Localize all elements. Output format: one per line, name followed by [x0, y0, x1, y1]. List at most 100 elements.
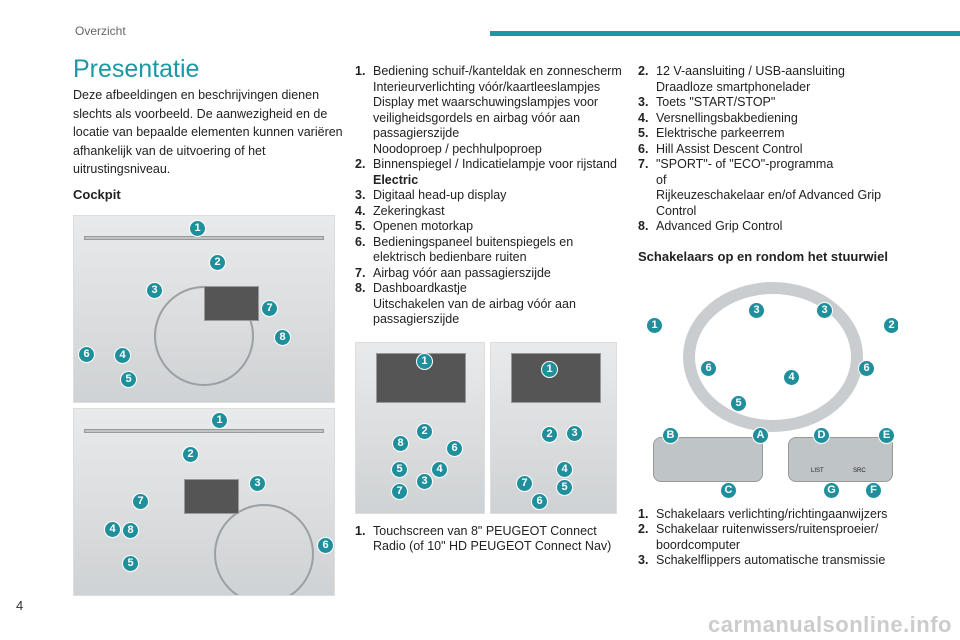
list-item: 6.Hill Assist Descent Control	[638, 142, 918, 158]
list-item: 8. Advanced Grip Control	[638, 219, 918, 235]
item-number: 1.	[638, 506, 649, 521]
item-number: 2.	[638, 64, 649, 78]
wheel-list: 1.Schakelaars verlichting/richtingaanwij…	[638, 507, 918, 569]
page-title: Presentatie	[73, 55, 200, 83]
callout-marker: 2	[541, 425, 558, 443]
item-label: Zekeringkast	[373, 203, 445, 218]
list-item: 1.Schakelaars verlichting/richtingaanwij…	[638, 507, 918, 523]
callout-marker: 4	[783, 368, 800, 386]
callout-marker: 1	[646, 316, 663, 334]
callout-marker: D	[813, 426, 830, 444]
item-number: 2.	[355, 157, 366, 171]
page-number: 4	[16, 598, 24, 613]
item-label: Bedieningspaneel buitenspiegels en elekt…	[373, 234, 574, 265]
list-item: 5.Openen motorkap	[355, 219, 627, 235]
list-item: 1. Touchscreen van 8" PEUGEOT Connect Rad…	[355, 524, 627, 555]
item-number: 7.	[638, 157, 649, 171]
item-text: Airbag vóór aan passagierszijde	[373, 266, 551, 282]
callout-marker: 3	[816, 301, 833, 319]
item-text: Zekeringkast	[373, 204, 445, 220]
list-item: 3. Toets "START/STOP"	[638, 95, 918, 111]
list-item: 3.Digitaal head-up display	[355, 188, 627, 204]
column-3: 2. 12 V-aansluiting / USB-aansluiting Dra…	[638, 64, 918, 569]
item-number: 4.	[638, 110, 649, 125]
header-bar	[490, 31, 960, 36]
watermark: carmanualsonline.info	[708, 612, 952, 637]
callout-marker: 5	[556, 478, 573, 496]
item-label: Toets "START/STOP"	[656, 95, 776, 109]
list-item: 3.Schakelflippers automatische transmiss…	[638, 553, 918, 569]
callout-marker: 7	[516, 474, 533, 492]
callout-marker: 2	[209, 253, 226, 271]
item-label: Touchscreen van 8" PEUGEOT Connect Radio…	[373, 523, 612, 554]
callout-marker: 1	[541, 360, 558, 378]
callout-marker: 5	[122, 554, 139, 572]
item-number: 3.	[638, 95, 649, 109]
callout-marker: 1	[211, 411, 228, 429]
list-item: 2. Binnenspiegel / Indicatielampje voor r…	[355, 157, 627, 188]
callout-marker: 3	[249, 474, 266, 492]
callout-marker: 2	[416, 422, 433, 440]
item-number: 1.	[355, 523, 366, 538]
callout-marker: 6	[446, 439, 463, 457]
intro-text: Deze afbeeldingen en beschrijvingen dien…	[73, 88, 343, 176]
column-1: Presentatie Deze afbeeldingen en beschri…	[73, 55, 343, 596]
callout-marker: 4	[556, 460, 573, 478]
item-text: Binnenspiegel / Indicatielampje voor rij…	[373, 157, 617, 188]
callout-marker: 5	[730, 394, 747, 412]
item-text: Bedieningspaneel buitenspiegels en elekt…	[373, 235, 627, 266]
callout-marker: 8	[274, 328, 291, 346]
callout-marker: 6	[700, 359, 717, 377]
item-text: Schakelflippers automatische transmissie	[656, 553, 885, 569]
callout-marker: 6	[317, 536, 334, 554]
item-text: Digitaal head-up display	[373, 188, 506, 204]
item-bold: Electric	[373, 172, 419, 187]
list-item: 8. Dashboardkastje Uitschakelen van de ai…	[355, 281, 627, 328]
item-number: 6.	[355, 234, 366, 249]
item-label: Advanced Grip Control	[656, 219, 783, 233]
item-number: 1.	[355, 64, 366, 78]
callout-marker: C	[720, 481, 737, 499]
item-text: "SPORT"- of "ECO"-programma of Rijkeuzes…	[656, 157, 918, 219]
list-item: 7. "SPORT"- of "ECO"-programma of Rijkeuz…	[638, 157, 918, 219]
console-list-continued: 2. 12 V-aansluiting / USB-aansluiting Dra…	[638, 64, 918, 235]
item-label: Airbag vóór aan passagierszijde	[373, 265, 551, 280]
item-label: 12 V-aansluiting / USB-aansluiting Draad…	[656, 64, 846, 94]
item-text: Touchscreen van 8" PEUGEOT Connect Radio…	[373, 524, 627, 555]
cockpit-list: 1. Bediening schuif-/kanteldak en zonnesc…	[355, 64, 627, 328]
callout-marker: 7	[391, 482, 408, 500]
item-label: Bediening schuif-/kanteldak en zonnesche…	[373, 64, 622, 156]
list-item: 1. Bediening schuif-/kanteldak en zonnesc…	[355, 64, 627, 157]
cockpit-heading: Cockpit	[73, 186, 121, 202]
callout-marker: 7	[132, 492, 149, 510]
src-label: SRC	[853, 467, 866, 474]
callout-marker: G	[823, 481, 840, 499]
item-number: 8.	[355, 281, 366, 295]
item-label: Dashboardkastje Uitschakelen van de airb…	[373, 281, 576, 326]
item-number: 7.	[355, 265, 366, 280]
item-number: 8.	[638, 219, 649, 233]
list-item: 7. Airbag vóór aan passagierszijde	[355, 266, 627, 282]
item-text: 12 V-aansluiting / USB-aansluiting Draad…	[656, 64, 845, 95]
list-item: 2. 12 V-aansluiting / USB-aansluiting Dra…	[638, 64, 918, 95]
callout-marker: 5	[120, 370, 137, 388]
wheel-heading: Schakelaars op en rondom het stuurwiel	[638, 248, 888, 264]
item-label: Binnenspiegel / Indicatielampje voor rij…	[373, 157, 617, 171]
list-item: 4.Zekeringkast	[355, 204, 627, 220]
callout-marker: F	[865, 481, 882, 499]
item-text: Openen motorkap	[373, 219, 473, 235]
callout-marker: 6	[78, 345, 95, 363]
item-text: Versnellingsbakbediening	[656, 111, 798, 127]
callout-marker: 4	[114, 346, 131, 364]
callout-marker: 8	[392, 434, 409, 452]
item-text: Hill Assist Descent Control	[656, 142, 803, 158]
callout-marker: 3	[566, 424, 583, 442]
callout-marker: 4	[431, 460, 448, 478]
item-number: 5.	[638, 126, 649, 140]
callout-marker: 2	[883, 316, 898, 334]
